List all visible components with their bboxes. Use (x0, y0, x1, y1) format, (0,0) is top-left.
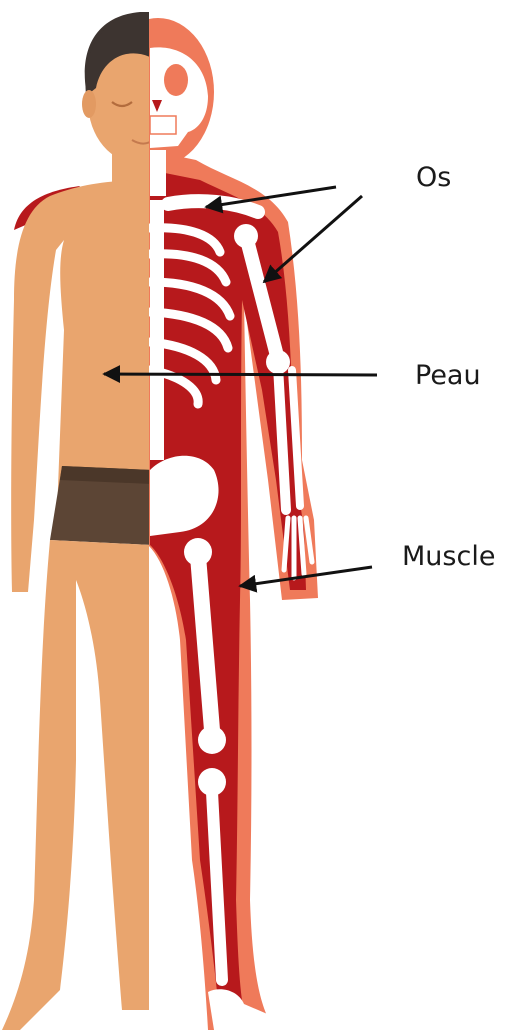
neck-vertebrae (150, 150, 166, 196)
arrow-peau (104, 374, 377, 375)
label-os: Os (416, 164, 451, 191)
shoulder-joint (234, 224, 258, 248)
ear (82, 90, 96, 118)
knee-joint (198, 726, 226, 754)
label-muscle: Muscle (402, 543, 495, 570)
eye-socket (164, 64, 188, 96)
teeth (150, 116, 176, 134)
hip-joint (184, 538, 212, 566)
label-peau: Peau (415, 362, 481, 389)
spine (150, 200, 164, 460)
leg (2, 540, 152, 1030)
